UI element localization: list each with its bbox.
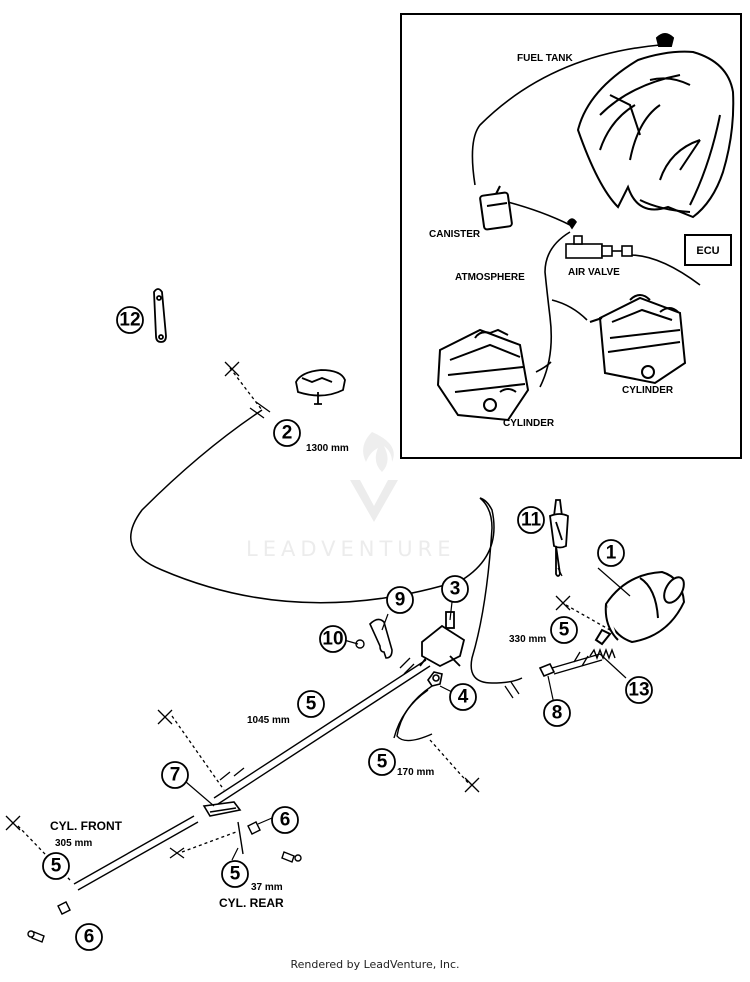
svg-text:1: 1 [606, 543, 617, 564]
cylinder-left-drawing [436, 328, 530, 422]
callout-1: 1 [597, 539, 625, 567]
hose-1045 [213, 659, 431, 805]
cylinder-right-drawing [589, 294, 687, 385]
svg-text:5: 5 [559, 620, 570, 641]
svg-text:5: 5 [51, 856, 62, 877]
svg-text:10: 10 [322, 629, 343, 650]
callout-6-front: 6 [75, 923, 103, 951]
hose-37 [237, 821, 244, 855]
footer-credit: Rendered by LeadVenture, Inc. [290, 958, 460, 971]
part-6-drawing [27, 821, 302, 943]
air-valve-label: AIR VALVE [568, 267, 620, 278]
svg-text:5: 5 [377, 752, 388, 773]
measurement-305: 305 mm [55, 838, 92, 849]
air-valve-drawing [565, 218, 633, 259]
svg-text:6: 6 [84, 927, 95, 948]
callout-3: 3 [441, 575, 469, 603]
cyl-front-label: CYL. FRONT [50, 819, 123, 833]
watermark: LEADVENTURE [246, 432, 456, 561]
hose-1300 [130, 409, 523, 684]
part-4-drawing [427, 671, 443, 687]
part-3-drawing [419, 611, 466, 668]
part-12-drawing [153, 288, 167, 343]
svg-text:2: 2 [282, 423, 293, 444]
callout-2: 2 [273, 419, 301, 447]
cyl-rear-label: CYL. REAR [219, 896, 284, 910]
part-2-drawing [295, 369, 346, 405]
callout-13: 13 [625, 676, 653, 704]
svg-text:7: 7 [170, 765, 181, 786]
callout-leaders [185, 567, 631, 861]
callout-7: 7 [161, 761, 189, 789]
svg-text:13: 13 [628, 680, 649, 701]
callout-5-330: 5 [550, 616, 578, 644]
ecu-label: ECU [696, 245, 719, 257]
callout-5-305: 5 [42, 852, 70, 880]
cylinder-right-label: CYLINDER [622, 385, 674, 396]
part-9-drawing [369, 618, 393, 659]
callout-5-37: 5 [221, 860, 249, 888]
hose-330 [551, 653, 603, 675]
callout-5-170: 5 [368, 748, 396, 776]
atmosphere-label: ATMOSPHERE [455, 272, 525, 283]
canister-label: CANISTER [429, 229, 481, 240]
part-7-drawing [202, 801, 242, 817]
fuel-tank-drawing [576, 33, 735, 219]
svg-text:11: 11 [521, 510, 542, 531]
callout-6-rear: 6 [271, 806, 299, 834]
callout-9: 9 [386, 586, 414, 614]
svg-text:8: 8 [552, 703, 563, 724]
measurement-1045: 1045 mm [247, 715, 290, 726]
callout-12: 12 [116, 306, 144, 334]
svg-text:6: 6 [280, 810, 291, 831]
callout-5-1045: 5 [297, 690, 325, 718]
ecu-box: ECU [684, 234, 732, 266]
svg-text:9: 9 [395, 590, 406, 611]
svg-text:5: 5 [230, 864, 241, 885]
measurement-1300: 1300 mm [306, 443, 349, 454]
watermark-text: LEADVENTURE [246, 537, 456, 561]
part-1-drawing [594, 570, 686, 646]
hose-305 [73, 815, 199, 891]
callout-10: 10 [319, 625, 347, 653]
measurement-170: 170 mm [397, 767, 434, 778]
svg-text:3: 3 [450, 579, 461, 600]
measurement-330: 330 mm [509, 634, 546, 645]
hose-170 [396, 685, 433, 742]
svg-text:5: 5 [306, 694, 317, 715]
callout-4: 4 [449, 683, 477, 711]
inset-frame [400, 13, 742, 459]
svg-text:12: 12 [119, 310, 140, 331]
cut-markers [5, 361, 611, 881]
callout-11: 11 [517, 506, 545, 534]
fuel-tank-label: FUEL TANK [517, 53, 574, 64]
callouts: 1 2 3 4 5 5 5 5 5 6 6 7 8 9 10 11 12 13 [42, 306, 653, 951]
part-11-drawing [549, 499, 569, 577]
part-8-drawing [538, 662, 556, 678]
part-13-drawing [589, 648, 616, 660]
cylinder-left-label: CYLINDER [503, 418, 555, 429]
measurement-37: 37 mm [251, 882, 283, 893]
svg-text:4: 4 [458, 687, 469, 708]
canister-drawing [479, 185, 513, 231]
callout-8: 8 [543, 699, 571, 727]
